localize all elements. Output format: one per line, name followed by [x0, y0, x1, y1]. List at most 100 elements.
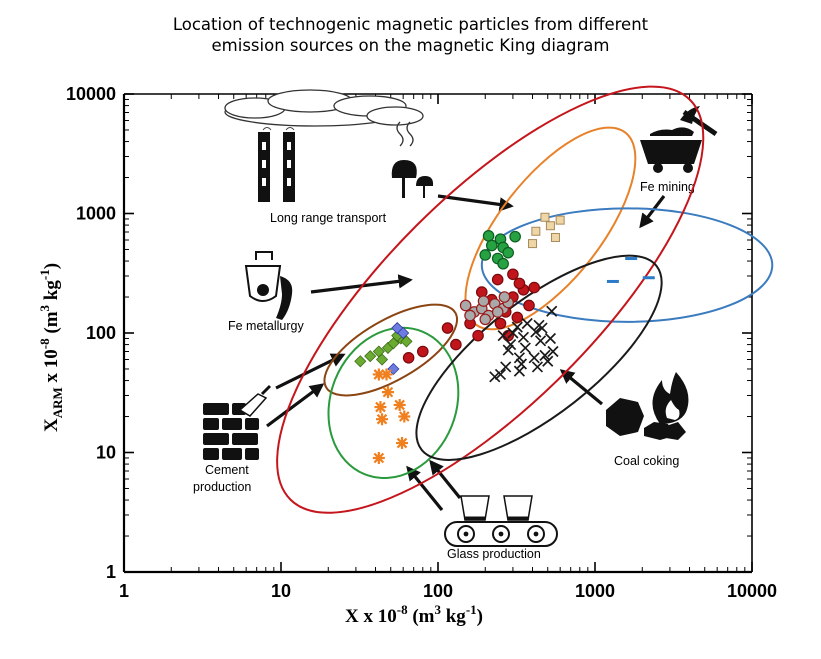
- point-coal-coking: [521, 317, 533, 330]
- point-fe-metallurgy-green: [502, 246, 515, 259]
- point-coal-coking: [515, 358, 528, 370]
- point-coal-coking: [544, 332, 557, 345]
- ellipse-glass-production: [327, 326, 460, 480]
- point-fe-metallurgy: [528, 281, 541, 294]
- data-points: [354, 212, 655, 464]
- point-long-range-transport: [531, 226, 541, 236]
- point-cement-production: [354, 355, 367, 368]
- point-coal-coking: [546, 305, 558, 317]
- y-tick-label: 100: [86, 323, 116, 343]
- arrow-glass-b: [429, 459, 462, 500]
- chart-title-line-2: emission sources on the magnetic King di…: [211, 36, 610, 55]
- point-coal-coking: [511, 321, 523, 333]
- point-glass-production: [372, 368, 385, 381]
- point-coal-coking: [507, 327, 519, 339]
- flame-icon: [652, 372, 689, 424]
- fe-mining-illustration: Fe mining: [640, 106, 718, 194]
- point-fe-metallurgy: [511, 311, 524, 324]
- point-cement-production: [400, 335, 413, 348]
- x-tick-label: 1: [119, 581, 129, 601]
- coal-pile-icon: [606, 398, 686, 440]
- point-fe-metallurgy-green: [479, 249, 492, 261]
- point-glass-production: [376, 413, 389, 426]
- glass-production-label: Glass production: [447, 547, 541, 561]
- point-glass-production: [380, 368, 393, 381]
- chart-title-line-1: Location of technogenic magnetic particl…: [172, 15, 649, 34]
- source-arrows: [266, 194, 666, 512]
- point-fe-metallurgy-green: [482, 230, 495, 242]
- point-fe-metallurgy-green: [497, 257, 509, 270]
- point-fe-metallurgy: [416, 345, 429, 358]
- point-coal-coking: [497, 330, 509, 342]
- point-fe-metallurgy-grey: [477, 295, 490, 307]
- fe-metallurgy-illustration: Fe metallurgy: [228, 251, 304, 333]
- point-glass-production: [372, 451, 385, 464]
- chimney-icon: [258, 127, 295, 202]
- glass-production-illustration: Glass production: [444, 495, 558, 561]
- point-fe-metallurgy-green: [509, 230, 521, 243]
- point-coal-coking: [513, 365, 526, 377]
- point-coal-coking: [547, 345, 559, 358]
- arrow-glass-a: [406, 465, 444, 512]
- coal-coking-label: Coal coking: [614, 454, 679, 468]
- point-glass-production: [393, 398, 406, 411]
- point-cement-production: [364, 350, 377, 363]
- point-fe-metallurgy-green: [485, 239, 498, 252]
- arrow-cement-b: [266, 383, 325, 428]
- point-fe-metallurgy: [491, 273, 504, 286]
- long-range-transport-illustration: Long range transport: [224, 89, 434, 225]
- point-coal-coking: [536, 322, 548, 334]
- ellipse-cement-production: [323, 303, 459, 397]
- point-coal-coking: [534, 335, 547, 347]
- y-tick-label: 10000: [66, 84, 116, 104]
- trees-icon: [391, 121, 434, 198]
- point-fe-metallurgy: [402, 352, 415, 364]
- cloud-icon: [224, 89, 424, 127]
- x-axis-label: X x 10-8 (m3 kg-1): [345, 602, 483, 627]
- arrow-metallurgy: [310, 274, 413, 294]
- pickaxe-icon: [680, 106, 718, 137]
- coal-coking-illustration: Coal coking: [606, 372, 689, 468]
- point-fe-metallurgy: [507, 268, 519, 281]
- fe-mining-label: Fe mining: [640, 180, 695, 194]
- point-coal-coking: [519, 342, 531, 354]
- point-glass-production: [398, 410, 411, 423]
- point-fe-metallurgy-grey: [464, 309, 476, 322]
- trowel-icon: [238, 384, 272, 417]
- x-tick-label: 10000: [727, 581, 777, 601]
- ellipse-fe-metallurgy: [276, 85, 705, 514]
- point-fe-metallurgy: [523, 299, 535, 312]
- point-coal-coking: [500, 361, 512, 373]
- point-cement-production-blue: [391, 321, 404, 335]
- point-glass-production: [396, 437, 409, 450]
- point-cement-production-blue: [397, 326, 410, 340]
- cement-production-label-line-1: Cement: [205, 463, 249, 477]
- x-tick-label: 100: [423, 581, 453, 601]
- chart-title: Location of technogenic magnetic particl…: [0, 14, 821, 56]
- x-tick-label: 1000: [575, 581, 615, 601]
- point-coal-coking: [539, 349, 551, 361]
- conveyor-belt-icon: [444, 521, 558, 547]
- point-fe-metallurgy-grey: [491, 306, 504, 318]
- point-long-range-transport: [550, 232, 560, 242]
- point-long-range-transport: [528, 239, 538, 249]
- point-coal-coking: [494, 368, 507, 381]
- point-fe-metallurgy-grey: [498, 291, 511, 303]
- y-tick-label: 1: [106, 562, 116, 582]
- point-coal-coking: [542, 355, 554, 367]
- long-range-transport-label: Long range transport: [270, 211, 387, 225]
- ellipse-fe-mining: [480, 207, 774, 323]
- point-fe-metallurgy: [494, 317, 507, 330]
- y-tick-label: 10: [96, 443, 116, 463]
- point-fe-metallurgy: [513, 277, 526, 290]
- point-glass-production: [381, 386, 394, 399]
- cement-production-illustration: Cement production: [193, 384, 272, 494]
- point-coal-coking: [517, 331, 530, 343]
- arrow-transport: [437, 194, 514, 212]
- y-axis-label: XARM x 10-8 (m3 kg-1): [37, 263, 65, 432]
- point-coal-coking: [530, 326, 542, 338]
- fe-metallurgy-label: Fe metallurgy: [228, 319, 304, 333]
- glass-cups-icon: [460, 495, 533, 521]
